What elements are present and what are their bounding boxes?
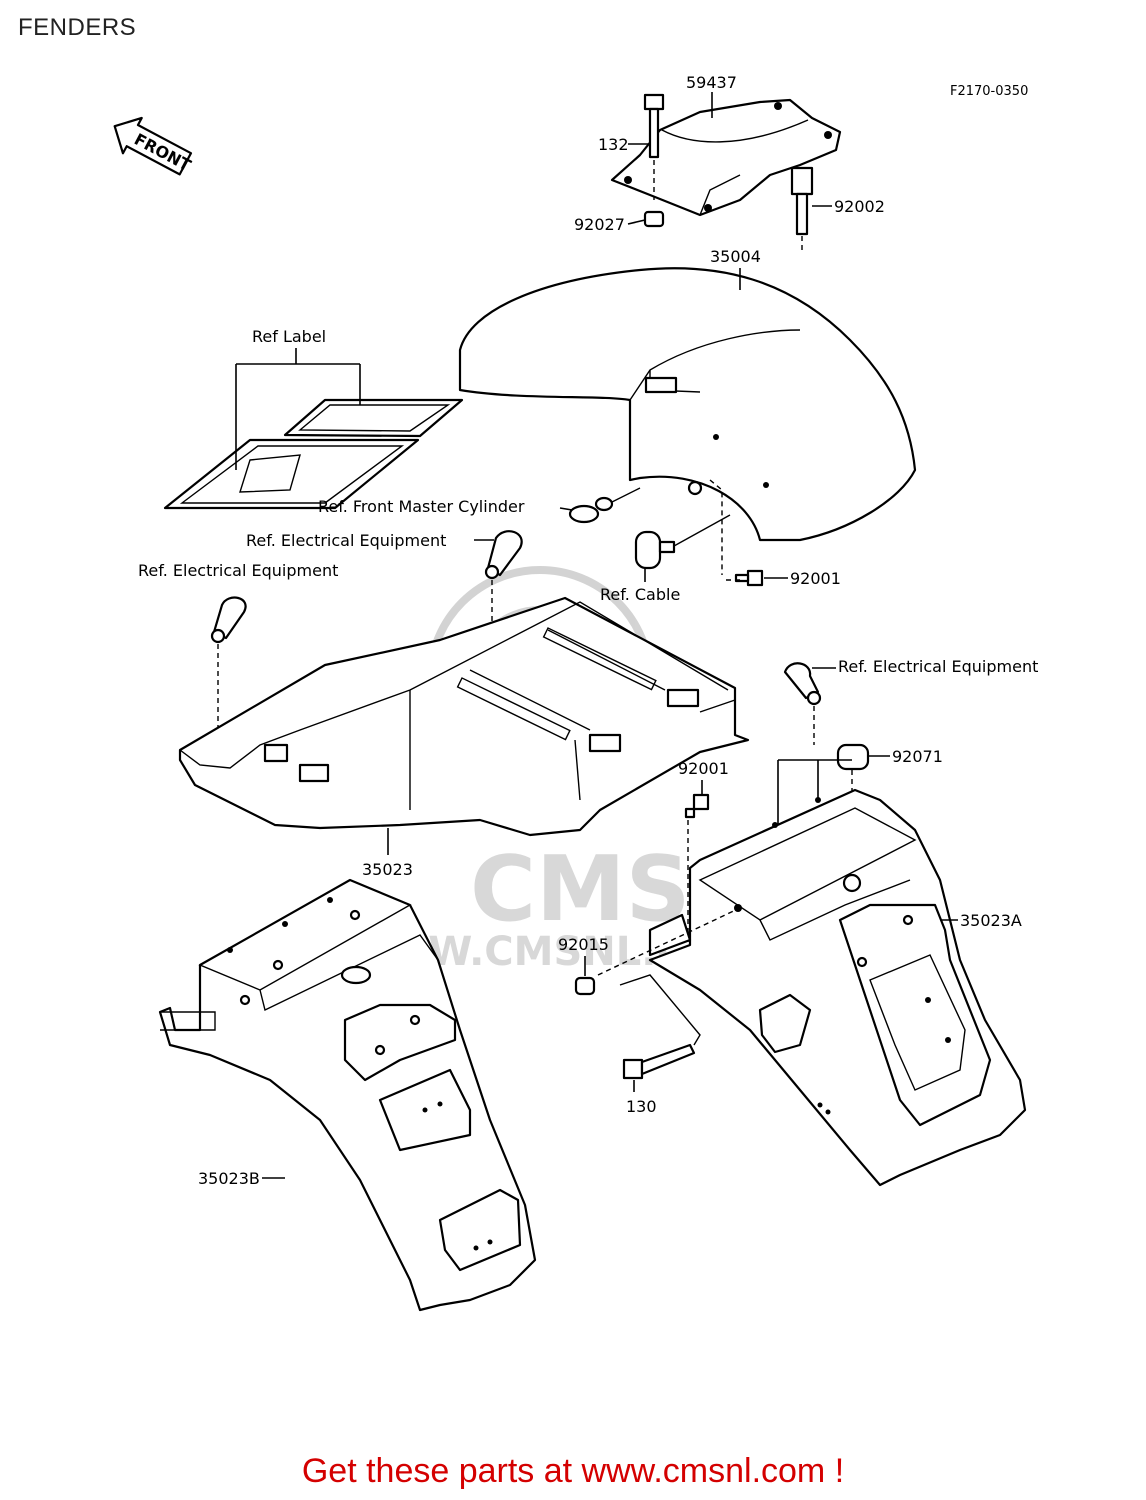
front-arrow-icon: FRONT xyxy=(113,116,194,176)
electrical-clip-2-icon xyxy=(210,596,247,644)
rear-fender-35023A xyxy=(648,788,1027,1187)
callout-92027: 92027 xyxy=(574,215,625,234)
bolt-92002-icon xyxy=(790,166,814,236)
page-title: FENDERS xyxy=(18,14,137,41)
nut-92015-icon xyxy=(574,976,596,996)
callout-92002: 92002 xyxy=(834,197,885,216)
nut-92027-icon xyxy=(643,210,665,228)
watermark-brand: CMS xyxy=(470,837,690,942)
callout-ref-electrical-equipment-2: Ref. Electrical Equipment xyxy=(138,561,338,580)
rear-fender-35023B xyxy=(158,878,537,1312)
callout-ref-front-master-cylinder: Ref. Front Master Cylinder xyxy=(318,497,525,516)
ref-label-decals xyxy=(163,398,464,510)
rear-fender-35023 xyxy=(178,596,750,837)
callout-ref-electrical-equipment-3: Ref. Electrical Equipment xyxy=(838,657,1038,676)
callout-ref-electrical-equipment-1: Ref. Electrical Equipment xyxy=(246,531,446,550)
callout-35023: 35023 xyxy=(362,860,413,879)
callout-ref-label: Ref Label xyxy=(252,327,326,346)
callout-35023A: 35023A xyxy=(960,911,1022,930)
front-fender-35004 xyxy=(458,267,917,542)
callout-92015: 92015 xyxy=(558,935,609,954)
callout-35004: 35004 xyxy=(710,247,761,266)
bolt-130-icon xyxy=(622,1043,696,1080)
bolt-132-icon xyxy=(643,93,665,159)
bolt-92001-lower-icon xyxy=(684,793,710,819)
callout-92001-lower: 92001 xyxy=(678,759,729,778)
callout-132: 132 xyxy=(598,135,629,154)
footer-shop-link[interactable]: Get these parts at www.cmsnl.com ! xyxy=(301,1452,845,1490)
bracket-59437 xyxy=(610,98,842,217)
bolt-92001-upper-icon xyxy=(734,569,764,587)
grommet-92071-icon xyxy=(836,743,870,771)
callout-59437: 59437 xyxy=(686,73,737,92)
clamp-master-cylinder-icon xyxy=(568,496,614,524)
cable-guide-icon xyxy=(634,480,703,570)
callout-92071: 92071 xyxy=(892,747,943,766)
electrical-clip-3-icon xyxy=(783,662,822,706)
callout-130: 130 xyxy=(626,1097,657,1116)
callout-35023B: 35023B xyxy=(198,1169,260,1188)
electrical-clip-1-icon xyxy=(484,530,523,580)
callout-ref-cable: Ref. Cable xyxy=(600,585,680,604)
figure-code: F2170-0350 xyxy=(950,84,1028,99)
callout-92001-upper: 92001 xyxy=(790,569,841,588)
